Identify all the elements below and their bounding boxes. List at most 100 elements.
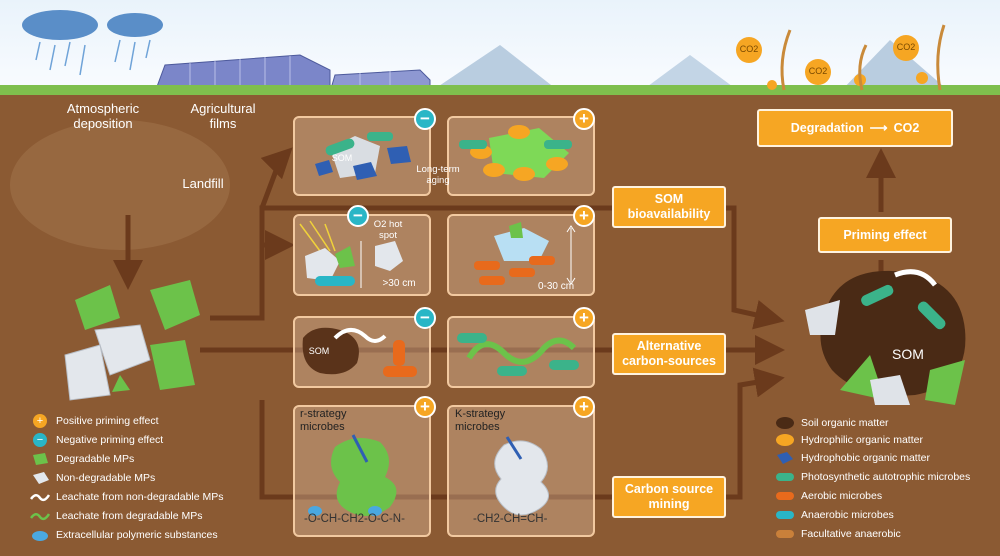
soil-om-icon	[775, 416, 795, 430]
legend-label: Hydrophobic organic matter	[801, 452, 930, 464]
legend-item-aerobic: Aerobic microbes	[775, 488, 882, 504]
r-strategy-label: r-strategy microbes	[300, 408, 347, 434]
rain	[35, 39, 151, 76]
som-leachate-illustration	[302, 327, 417, 377]
legend-label: Leachate from degradable MPs	[56, 510, 203, 522]
hydrophilic-som-illustration	[459, 125, 572, 181]
k-strategy-formula: -CH2-CH=CH-	[473, 513, 548, 525]
degradable-leachate-illustration	[457, 333, 579, 376]
grass	[0, 85, 1000, 95]
legend-label: Leachate from non-degradable MPs	[56, 491, 224, 503]
som-aggregate	[805, 269, 966, 405]
negative-priming-icon: −	[414, 108, 436, 130]
co2-label: CO2	[808, 66, 828, 76]
degradable-mp-icon	[30, 452, 50, 466]
co2-bubbles	[736, 35, 928, 90]
right-arrow-icon: ⟶	[869, 120, 888, 135]
degradation-box: Degradation ⟶ CO2	[757, 109, 953, 147]
co2-rising-arrows	[780, 24, 946, 91]
legend-item-anaerobic: Anaerobic microbes	[775, 507, 894, 523]
eps-icon	[30, 528, 50, 542]
positive-priming-icon: +	[573, 307, 595, 329]
agricultural-films-label: Agricultural films	[190, 101, 256, 131]
mountain	[640, 55, 740, 92]
carbon-source-mining-box: Carbon source mining	[612, 476, 726, 518]
som-big-label: SOM	[892, 346, 924, 362]
photosynthetic-microbe-icon	[775, 470, 795, 484]
legend-label: Positive priming effect	[56, 415, 159, 427]
aerobic-microbe-icon	[775, 489, 795, 503]
legend-item-hydrophilic: Hydrophilic organic matter	[775, 432, 923, 448]
som-label-hydrophobic: SOM	[331, 153, 353, 163]
microplastic-pile	[64, 280, 200, 401]
legend-item-eps: Extracellular polymeric substances	[30, 527, 218, 543]
k-strategy-label: K-strategy microbes	[455, 408, 506, 434]
legend-label: Photosynthetic autotrophic microbes	[801, 471, 971, 483]
plus-icon: +	[30, 414, 50, 428]
legend-label: Facultative anaerobic	[801, 528, 901, 540]
legend-label: Anaerobic microbes	[801, 509, 894, 521]
anaerobic-microbe-icon	[775, 508, 795, 522]
hydrophobic-om-icon	[775, 451, 795, 465]
nondegradable-mp-illustration	[494, 436, 549, 516]
legend-label: Aerobic microbes	[801, 490, 883, 502]
negative-priming-icon: −	[347, 205, 369, 227]
panel-negative-leachate	[293, 316, 431, 388]
legend-item-positive: + Positive priming effect	[30, 413, 159, 429]
panel-positive-degradable-leachate	[447, 316, 595, 388]
negative-priming-icon: −	[414, 307, 436, 329]
legend-item-facultative: Facultative anaerobic	[775, 526, 901, 542]
depth-shallow-label: 0-30 cm	[537, 281, 575, 292]
panel-positive-r-strategy	[293, 405, 431, 537]
legend-item-leachate-nondegradable: Leachate from non-degradable MPs	[29, 489, 224, 505]
panel-positive-shallow	[447, 214, 595, 296]
depth-deep-label: >30 cm	[382, 278, 416, 289]
legend-item-nondegradable: Non-degradable MPs	[30, 470, 155, 486]
long-term-aging-label: Long-term aging	[416, 164, 460, 186]
leachate-degradable-icon	[29, 509, 51, 523]
positive-priming-icon: +	[573, 396, 595, 418]
legend-label: Soil organic matter	[801, 417, 889, 429]
minus-icon: −	[30, 433, 50, 447]
oxygen-hotspot-illustration	[299, 220, 403, 288]
legend-label: Non-degradable MPs	[56, 472, 156, 484]
facultative-microbe-icon	[775, 527, 795, 541]
hydrophilic-om-icon	[775, 433, 795, 447]
rain-cloud	[22, 10, 163, 40]
shallow-microbes-illustration	[474, 222, 576, 285]
r-strategy-formula: -O-CH-CH2-O-C-N-	[304, 513, 405, 525]
legend-label: Extracellular polymeric substances	[56, 529, 218, 541]
legend-label: Negative priming effect	[56, 434, 164, 446]
co2-label: CO2	[739, 44, 759, 54]
panel-positive-k-strategy	[447, 405, 595, 537]
degradation-label: Degradation	[790, 120, 864, 135]
panel-negative-oxygen	[293, 214, 431, 296]
mountain	[430, 45, 560, 92]
co2-label: CO2	[896, 42, 916, 52]
legend-item-photosynthetic: Photosynthetic autotrophic microbes	[775, 469, 970, 485]
legend-item-negative: −Negative priming effect	[30, 432, 163, 448]
degradation-product-label: CO2	[893, 120, 920, 135]
priming-effect-box: Priming effect	[818, 217, 952, 253]
som-label-leachate: SOM	[308, 346, 330, 356]
degradable-mp-illustration	[308, 434, 397, 516]
legend-item-degradable: Degradable MPs	[30, 451, 134, 467]
landfill-debris	[10, 120, 230, 250]
hydrophobic-som-illustration	[315, 132, 411, 180]
legend-label: Hydrophilic organic matter	[801, 434, 923, 446]
landfill-label: Landfill	[182, 176, 224, 191]
leachate-nondegradable-icon	[29, 490, 51, 504]
atmospheric-deposition-label: Atmospheric deposition	[66, 101, 140, 131]
o2-hotspot-label: O2 hot spot	[373, 219, 403, 241]
legend-label: Degradable MPs	[56, 453, 135, 465]
positive-priming-icon: +	[414, 396, 436, 418]
alternative-carbon-box: Alternative carbon-sources	[612, 333, 726, 375]
panel-negative-hydrophobic	[293, 116, 431, 196]
nondegradable-mp-icon	[30, 471, 50, 485]
legend-item-leachate-degradable: Leachate from degradable MPs	[29, 508, 203, 524]
positive-priming-icon: +	[573, 108, 595, 130]
legend-item-hydrophobic: Hydrophobic organic matter	[775, 450, 930, 466]
legend-item-soil-om: Soil organic matter	[775, 415, 889, 431]
panel-positive-hydrophilic	[447, 116, 595, 196]
